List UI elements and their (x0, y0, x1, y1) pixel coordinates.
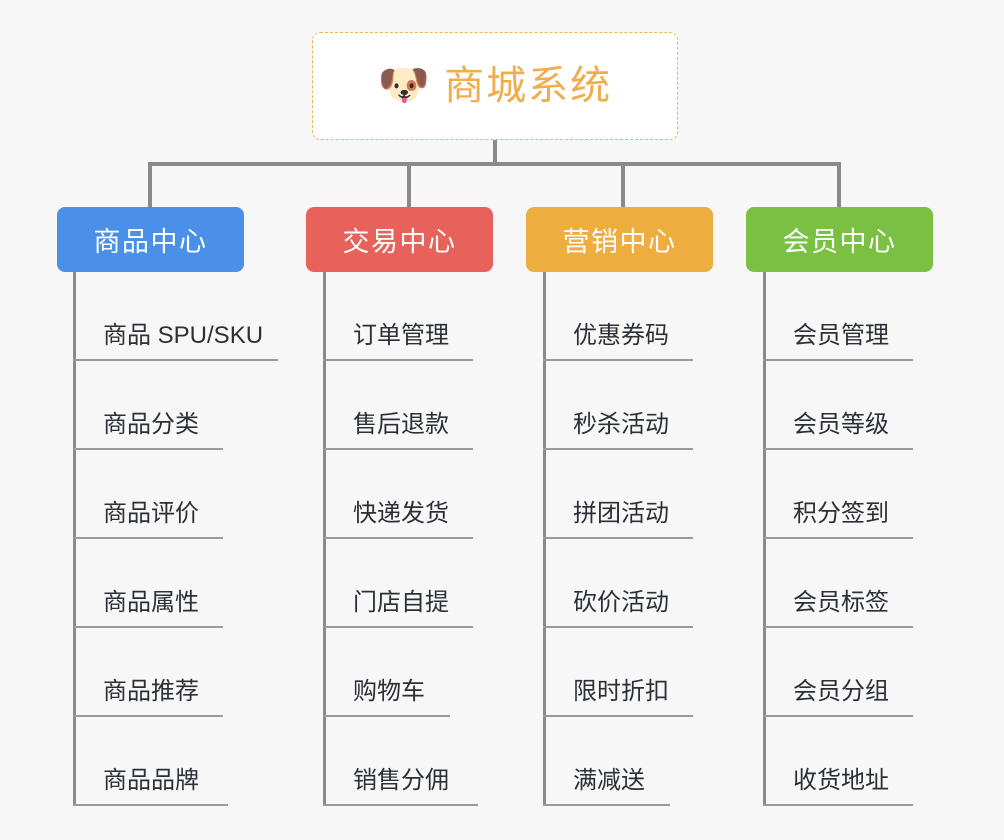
branch-0: 商品中心 (57, 207, 244, 272)
leaf-item-underline (323, 359, 473, 361)
leaf-item-label: 会员分组 (793, 677, 889, 705)
leaf-item-label: 收货地址 (793, 766, 889, 794)
connector-root-stub (493, 140, 497, 166)
leaf-item-underline (73, 448, 223, 450)
branch-2: 营销中心 (526, 207, 713, 272)
leaf-item-label: 积分签到 (793, 499, 889, 527)
leaf-item-label: 秒杀活动 (573, 410, 669, 438)
leaf-item-label: 商品属性 (103, 588, 199, 616)
leaf-item-underline (73, 537, 223, 539)
root-title: 商城系统 (444, 64, 613, 108)
leaf-item-underline (543, 715, 693, 717)
leaf-item-underline (543, 804, 670, 806)
leaf-item-underline (73, 804, 228, 806)
branch-header-label: 会员中心 (782, 227, 897, 257)
branch-header-1[interactable]: 交易中心 (306, 207, 493, 272)
leaf-item-underline (73, 715, 223, 717)
branch-spine-3 (763, 272, 766, 806)
leaf-item-underline (763, 448, 913, 450)
branch-header-0[interactable]: 商品中心 (57, 207, 244, 272)
connector-drop-0 (148, 162, 152, 207)
leaf-item-underline (323, 626, 473, 628)
leaf-item-label: 快递发货 (353, 499, 449, 527)
leaf-item-label: 拼团活动 (573, 499, 669, 527)
leaf-item-label: 销售分佣 (353, 766, 449, 794)
leaf-item-underline (543, 448, 693, 450)
branch-1: 交易中心 (306, 207, 493, 272)
leaf-item-label: 砍价活动 (573, 588, 669, 616)
leaf-item-underline (323, 448, 473, 450)
leaf-item-label: 订单管理 (353, 321, 449, 349)
leaf-item-underline (763, 359, 913, 361)
branch-3: 会员中心 (746, 207, 933, 272)
leaf-item-underline (763, 804, 913, 806)
connector-horizontal-bus (148, 162, 841, 166)
branch-header-3[interactable]: 会员中心 (746, 207, 933, 272)
leaf-item-label: 商品品牌 (103, 766, 199, 794)
leaf-item-label: 满减送 (573, 766, 645, 794)
leaf-item-label: 会员等级 (793, 410, 889, 438)
leaf-item-label: 限时折扣 (573, 677, 669, 705)
root-node[interactable]: 🐶 商城系统 (312, 32, 678, 140)
leaf-item-label: 商品推荐 (103, 677, 199, 705)
connector-drop-3 (837, 162, 841, 207)
shiba-dog-face-icon: 🐶 (377, 61, 431, 108)
leaf-item-underline (763, 626, 913, 628)
leaf-item-label: 购物车 (353, 677, 425, 705)
leaf-item-underline (323, 537, 473, 539)
leaf-item-underline (763, 537, 913, 539)
leaf-item-underline (543, 359, 693, 361)
leaf-item-underline (73, 359, 278, 361)
leaf-item-label: 商品分类 (103, 410, 199, 438)
leaf-item-label: 优惠券码 (573, 321, 669, 349)
leaf-item-label: 商品评价 (103, 499, 199, 527)
leaf-item-label: 会员标签 (793, 588, 889, 616)
leaf-item-label: 售后退款 (353, 410, 449, 438)
leaf-item-underline (323, 715, 450, 717)
leaf-item-underline (543, 626, 693, 628)
branch-spine-2 (543, 272, 546, 806)
leaf-item-underline (73, 626, 223, 628)
branch-header-label: 营销中心 (562, 227, 677, 257)
connector-drop-2 (621, 162, 625, 207)
leaf-item-underline (543, 537, 693, 539)
leaf-item-underline (763, 715, 913, 717)
branch-header-label: 交易中心 (342, 227, 457, 257)
branch-header-2[interactable]: 营销中心 (526, 207, 713, 272)
leaf-item-label: 门店自提 (353, 588, 449, 616)
branch-spine-1 (323, 272, 326, 806)
leaf-item-label: 会员管理 (793, 321, 889, 349)
branch-spine-0 (73, 272, 76, 806)
leaf-item-label: 商品 SPU/SKU (103, 321, 264, 349)
branch-header-label: 商品中心 (93, 227, 208, 257)
connector-drop-1 (407, 162, 411, 207)
leaf-item-underline (323, 804, 478, 806)
